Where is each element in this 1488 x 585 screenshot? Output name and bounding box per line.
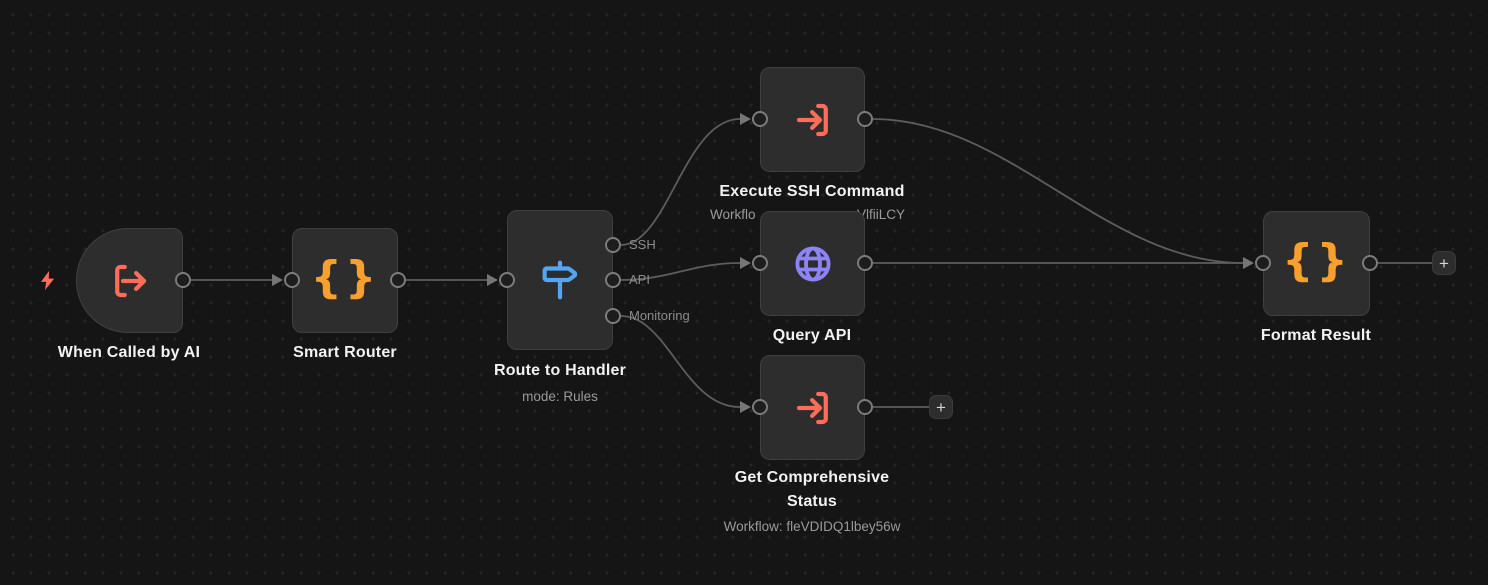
wire-monitoring-to-get-status <box>620 315 741 408</box>
arrowhead <box>740 113 751 125</box>
arrowhead <box>1243 257 1254 269</box>
arrowhead <box>272 274 283 286</box>
node-subtitle-get-comprehensive-status: Workflow: fleVDIDQ1lbey56w <box>723 519 901 534</box>
arrowhead <box>740 401 751 413</box>
add-node-button[interactable]: + <box>929 395 953 419</box>
input-port-execute-ssh-command[interactable] <box>752 111 768 127</box>
node-title-get-comprehensive-status: Get Comprehensive Status <box>734 469 890 510</box>
node-title-when-called-by-ai: When Called by AI <box>57 344 201 361</box>
wire-execute-ssh-to-format-result <box>872 118 1244 264</box>
globe-icon <box>794 245 831 282</box>
output-port-api[interactable] <box>605 272 621 288</box>
node-get-comprehensive-status[interactable] <box>760 355 865 460</box>
node-title-execute-ssh-command: Execute SSH Command <box>719 183 905 200</box>
curly-braces-icon: {} <box>1282 234 1351 286</box>
log-in-icon <box>796 103 828 136</box>
signpost-icon <box>542 260 578 300</box>
input-port-get-comprehensive-status[interactable] <box>752 399 768 415</box>
wire-ssh-to-execute-ssh <box>620 118 741 246</box>
output-port-format-result[interactable] <box>1362 255 1378 271</box>
input-port-smart-router[interactable] <box>284 272 300 288</box>
output-port-monitoring[interactable] <box>605 308 621 324</box>
node-format-result[interactable]: {} <box>1263 211 1370 316</box>
log-in-icon <box>796 391 828 424</box>
output-port-get-comprehensive-status[interactable] <box>857 399 873 415</box>
curly-braces-icon: {} <box>310 251 380 303</box>
node-query-api[interactable] <box>760 211 865 316</box>
node-subtitle-execute-ssh-start: Workflo <box>710 207 756 222</box>
node-title-route-to-handler: Route to Handler <box>493 362 627 379</box>
node-title-format-result: Format Result <box>1260 327 1372 344</box>
output-label-api: API <box>629 272 650 287</box>
log-out-icon <box>114 264 146 297</box>
output-port-query-api[interactable] <box>857 255 873 271</box>
arrowhead <box>740 257 751 269</box>
output-label-ssh: SSH <box>629 237 656 252</box>
node-execute-ssh-command[interactable] <box>760 67 865 172</box>
node-title-query-api: Query API <box>772 327 852 344</box>
node-title-smart-router: Smart Router <box>293 344 397 361</box>
node-when-called-by-ai[interactable] <box>76 228 183 333</box>
input-port-route-to-handler[interactable] <box>499 272 515 288</box>
node-subtitle-route-to-handler: mode: Rules <box>522 389 598 404</box>
lightning-bolt-icon <box>40 270 55 291</box>
output-label-monitoring: Monitoring <box>629 308 690 323</box>
node-route-to-handler[interactable] <box>507 210 613 350</box>
arrowhead <box>487 274 498 286</box>
node-smart-router[interactable]: {} <box>292 228 398 333</box>
output-port-ssh[interactable] <box>605 237 621 253</box>
output-port-execute-ssh-command[interactable] <box>857 111 873 127</box>
output-port-smart-router[interactable] <box>390 272 406 288</box>
input-port-query-api[interactable] <box>752 255 768 271</box>
output-port-when-called-by-ai[interactable] <box>175 272 191 288</box>
wire-api-to-query-api <box>620 262 741 281</box>
add-node-button[interactable]: + <box>1432 251 1456 275</box>
input-port-format-result[interactable] <box>1255 255 1271 271</box>
node-subtitle-execute-ssh-end: VlfiiLCY <box>857 207 906 222</box>
